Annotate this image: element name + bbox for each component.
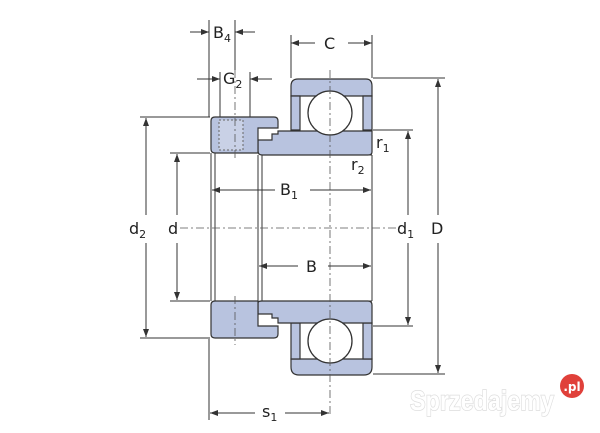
label-D: D: [431, 219, 443, 238]
label-s1: s1: [262, 402, 277, 424]
watermark-badge-text: .pl: [563, 380, 580, 394]
watermark-badge: [560, 374, 584, 398]
outer-ring-top: [290, 78, 373, 97]
inner-ring-bottom: [257, 300, 373, 324]
locking-collar-bottom: [210, 300, 279, 339]
label-r2: r2: [351, 155, 365, 177]
watermark-text: Sprzedajemy: [410, 385, 554, 416]
label-b1: B1: [280, 180, 298, 202]
outer-ring-bottom: [290, 358, 373, 376]
center-lines: [180, 70, 400, 415]
seal-top: [290, 95, 373, 131]
top-section: [210, 78, 373, 156]
bore-outline: [210, 153, 373, 302]
label-c: C: [324, 34, 335, 53]
ball-bottom: [307, 318, 353, 364]
label-d1: d1: [397, 219, 414, 241]
label-g2: G2: [223, 69, 242, 91]
label-r1: r1: [376, 133, 390, 155]
inner-ring-top: [257, 130, 373, 156]
label-b: B: [306, 257, 317, 276]
label-d2: d2: [129, 219, 146, 241]
label-b4: B4: [213, 23, 231, 45]
watermark-logo: Sprzedajemy .pl: [409, 374, 584, 417]
dimension-lines: [140, 20, 445, 420]
set-screw-top: [218, 119, 244, 151]
label-d: d: [168, 219, 178, 238]
